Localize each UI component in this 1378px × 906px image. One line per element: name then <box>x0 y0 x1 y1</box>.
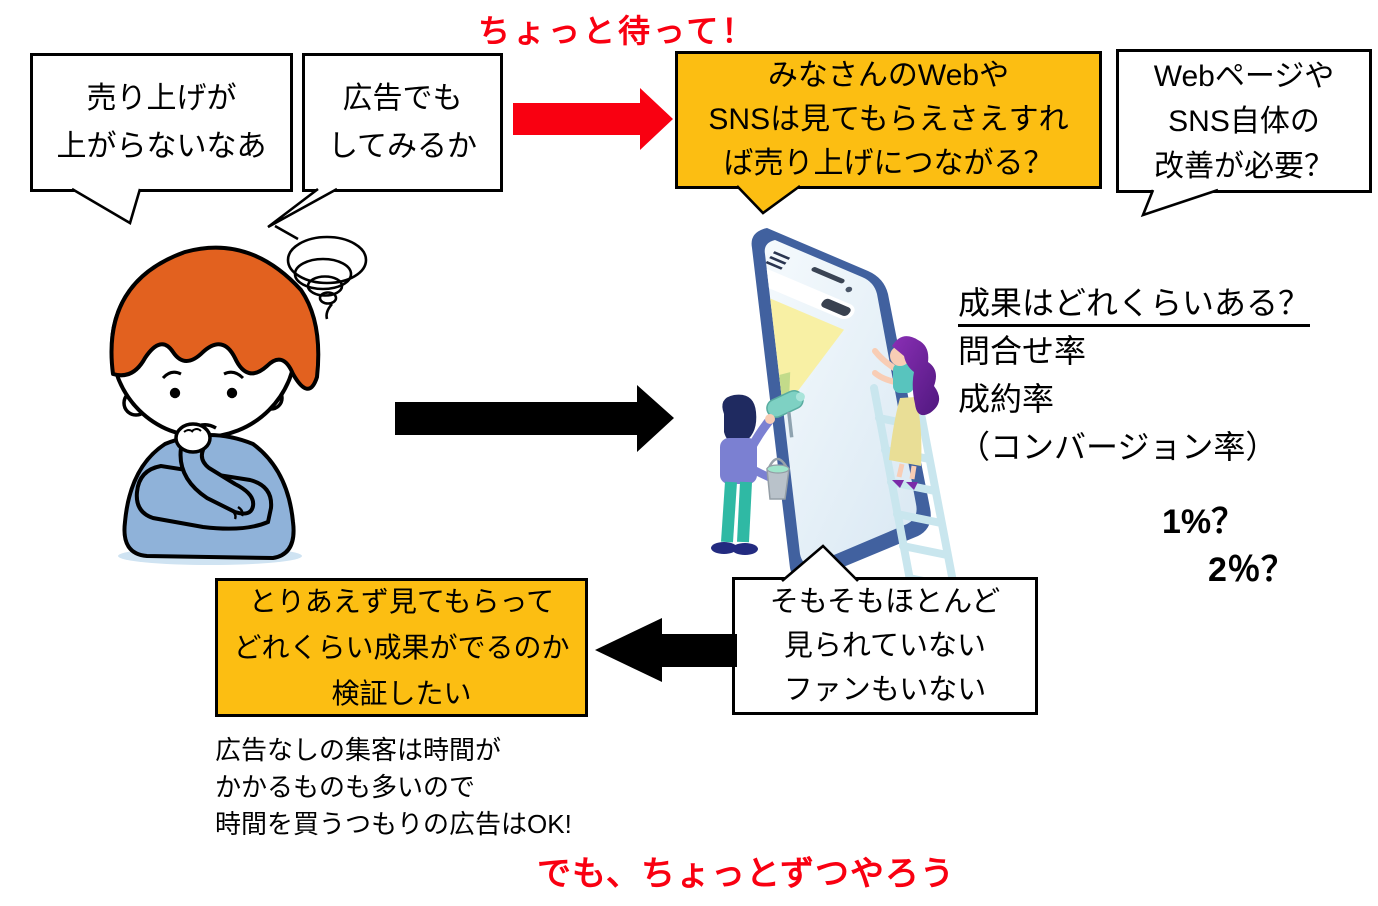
verify-box-line: とりあえず見てもらって <box>248 585 555 617</box>
improve-bubble-tail <box>1140 188 1219 218</box>
note-line: 広告なしの集客は時間が <box>215 735 502 765</box>
percent-guess-1: 1%？ <box>1162 503 1246 541</box>
question-box-tail <box>736 184 801 215</box>
note-line: 時間を買うつもりの広告はOK! <box>215 809 572 839</box>
metric-conversion-rate: （コンバージョン率） <box>958 429 1278 465</box>
ad-bubble-line: してみるか <box>327 129 478 163</box>
metric-inquiry-rate: 問合せ率 <box>958 333 1087 369</box>
not-seen-line: 見られていない <box>783 630 987 662</box>
person-face <box>161 370 245 431</box>
confusion-scribble-icon <box>274 224 368 320</box>
fresh-paint-panel <box>672 367 730 443</box>
person-hair <box>109 245 321 391</box>
not-seen-line: ファンもいない <box>783 674 987 706</box>
paint-bucket-icon <box>766 457 790 500</box>
black-left-arrow-icon <box>595 618 737 682</box>
improve-bubble-line: SNS自体の <box>1168 104 1320 138</box>
sales-bubble-line: 売り上げが <box>86 81 237 115</box>
sales-speech-bubble: 売り上げが 上がらないなあ <box>30 53 293 192</box>
sales-bubble-tail <box>71 187 142 225</box>
phone-camera-dot <box>845 286 853 293</box>
improve-bubble-line: 改善が必要？ <box>1154 149 1334 183</box>
sales-bubble-line: 上がらないなあ <box>56 129 267 163</box>
results-title: 成果はどれくらいある？ <box>958 285 1311 327</box>
red-right-arrow-icon <box>513 88 673 150</box>
note-line: かかるものも多いので <box>215 772 476 802</box>
phone-speaker <box>811 267 845 284</box>
person-fist <box>174 422 212 454</box>
paint-roller-icon <box>766 390 805 438</box>
search-bar-button <box>821 298 851 316</box>
woman-on-ladder <box>872 336 940 490</box>
verify-box-line: どれくらい成果がでるのか <box>233 631 570 663</box>
ad-bubble-line: 広告でも <box>342 81 463 115</box>
improve-bubble-line: Webページや <box>1153 59 1335 93</box>
verify-box-line: 検証したい <box>331 677 472 709</box>
sun-icon <box>733 303 764 327</box>
hamburger-menu-icon <box>765 251 791 270</box>
metric-close-rate: 成約率 <box>958 381 1055 417</box>
question-box-line: SNSは見てもらえさえすれ <box>708 103 1069 136</box>
question-box-line: みなさんのWebや <box>767 59 1010 92</box>
thinking-person-illustration <box>109 224 368 565</box>
ad-speech-bubble: 広告でも してみるか <box>302 53 503 192</box>
verify-highlight-box: とりあえず見てもらって どれくらい成果がでるのか 検証したい <box>215 578 588 717</box>
painter-person <box>711 394 790 555</box>
percent-guess-2: 2％？ <box>1208 551 1295 589</box>
question-box-line: ば売り上げにつながる？ <box>723 147 1054 180</box>
warning-headline: ちょっと待って！ <box>478 13 757 49</box>
question-highlight-box: みなさんのWebや SNSは見てもらえさえすれ ば売り上げにつながる？ <box>675 51 1102 189</box>
black-right-arrow-icon <box>395 385 674 452</box>
person-forearm <box>178 445 256 516</box>
not-seen-line: そもそもほとんど <box>769 586 1001 618</box>
conclusion-text: でも、ちょっとずつやろう <box>537 855 955 893</box>
phone-maintenance-illustration <box>672 228 962 616</box>
person-fingers <box>230 506 244 520</box>
not-seen-speech-bubble: そもそもほとんど 見られていない ファンもいない <box>732 577 1038 715</box>
improve-speech-bubble: Webページや SNS自体の 改善が必要？ <box>1116 49 1372 193</box>
